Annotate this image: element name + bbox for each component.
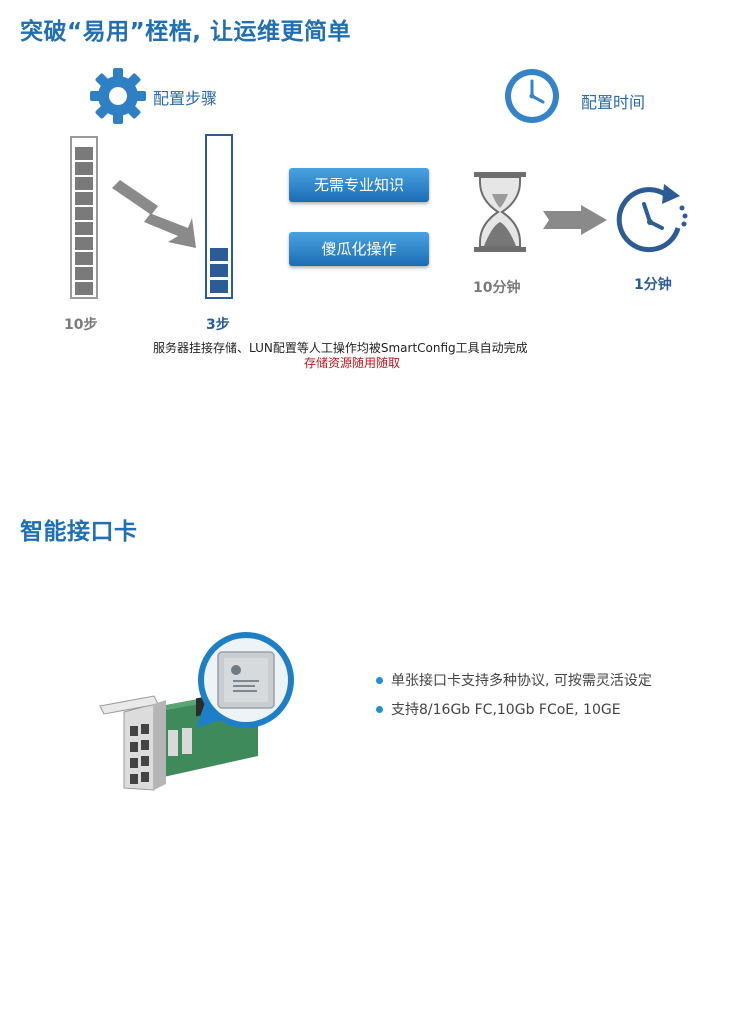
gear-icon [88, 66, 148, 126]
bullet-dot-icon [376, 676, 383, 684]
step-block [75, 147, 93, 160]
bullet-text: 支持8/16Gb FC,10Gb FCoE, 10GE [391, 702, 621, 718]
step-block [210, 248, 228, 261]
steps-bar-after [205, 134, 233, 299]
steps-after-label: 3步 [206, 317, 230, 333]
step-block [75, 237, 93, 250]
hourglass-icon [470, 170, 530, 254]
step-block [210, 264, 228, 277]
time-after-label: 1分钟 [634, 277, 672, 293]
zigzag-arrow-icon [108, 176, 198, 250]
step-block [75, 267, 93, 280]
step-block [75, 252, 93, 265]
section1-title: 突破“易用”桎梏, 让运维更简单 [20, 19, 351, 45]
list-item: 单张接口卡支持多种协议, 可按需灵活设定 [376, 670, 652, 690]
steps-bar-before [70, 136, 98, 299]
section2-title: 智能接口卡 [20, 519, 138, 545]
time-before-label: 10分钟 [473, 280, 521, 296]
arrow-right-icon [543, 205, 609, 235]
interface-card-image [96, 630, 302, 796]
smartconfig-caption: 服务器挂接存储、LUN配置等人工操作均被SmartConfig工具自动完成 [153, 341, 528, 355]
no-expertise-button[interactable]: 无需专业知识 [289, 168, 429, 202]
clock-icon [502, 66, 562, 126]
step-block [75, 207, 93, 220]
step-block [75, 192, 93, 205]
step-block [75, 282, 93, 295]
bullet-dot-icon [376, 705, 383, 713]
bullet-text: 单张接口卡支持多种协议, 可按需灵活设定 [391, 673, 652, 689]
step-block [75, 177, 93, 190]
list-item: 支持8/16Gb FC,10Gb FCoE, 10GE [376, 699, 621, 719]
step-block [75, 222, 93, 235]
steps-before-label: 10步 [64, 317, 98, 333]
storage-caption: 存储资源随用随取 [304, 356, 401, 370]
step-block [75, 162, 93, 175]
foolproof-operation-button[interactable]: 傻瓜化操作 [289, 232, 429, 266]
step-block [210, 280, 228, 293]
config-steps-label: 配置步骤 [153, 89, 218, 108]
fast-clock-icon [608, 178, 692, 262]
config-time-label: 配置时间 [581, 93, 646, 112]
